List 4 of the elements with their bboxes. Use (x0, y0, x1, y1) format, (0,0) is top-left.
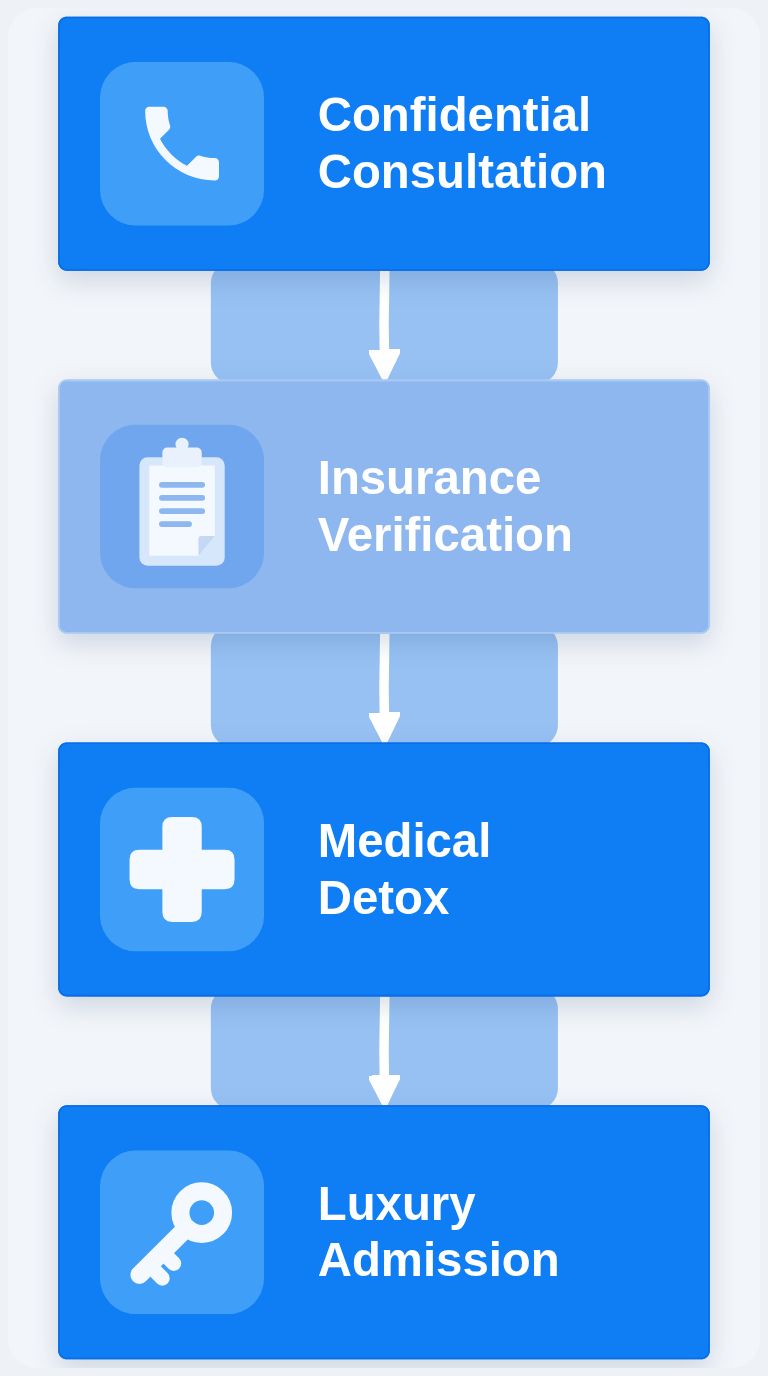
step-label: Insurance Verification (317, 450, 573, 563)
step-label: Confidential Consultation (317, 87, 607, 200)
step-label: Medical Detox (317, 813, 492, 926)
step-label: Luxury Admission (317, 1176, 560, 1288)
